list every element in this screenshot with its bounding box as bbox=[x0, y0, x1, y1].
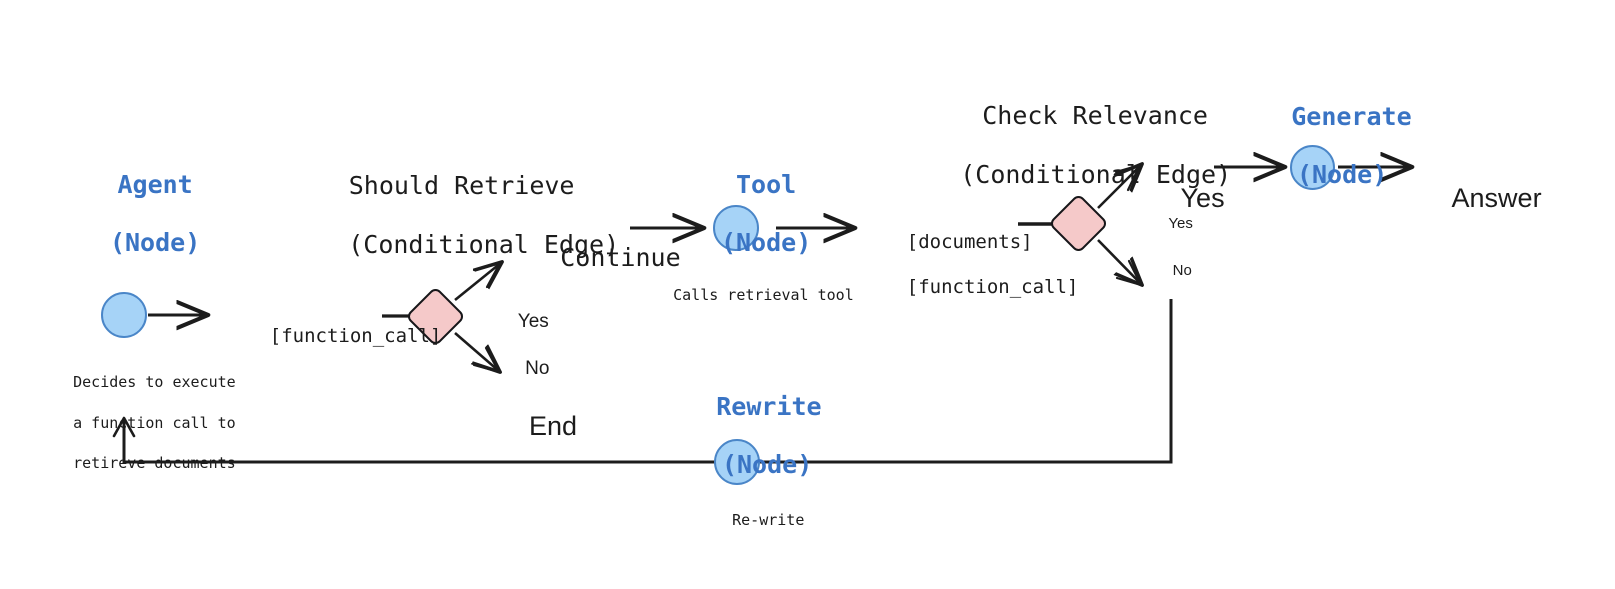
end-terminal-label: End bbox=[529, 411, 578, 442]
check-relevance-title: Check Relevance (Conditional Edge) bbox=[900, 71, 1232, 219]
agent-caption-line-2: a function call to bbox=[73, 413, 236, 432]
function-call-token-2: [function_call] bbox=[906, 276, 1079, 299]
generate-title-line2: (Node) bbox=[1296, 160, 1388, 189]
agent-title-line2: (Node) bbox=[109, 228, 201, 257]
rewrite-title-line2: (Node) bbox=[721, 450, 813, 479]
function-call-token: [function_call] bbox=[269, 325, 442, 348]
should-retrieve-yes-branch-label: Yes bbox=[517, 310, 549, 332]
check-relevance-yes-branch-label: Yes bbox=[1168, 215, 1193, 233]
generate-node-circle[interactable] bbox=[1290, 145, 1335, 190]
should-retrieve-title-line2: (Conditional Edge) bbox=[348, 229, 620, 259]
tool-node-caption: Calls retrieval tool bbox=[673, 286, 854, 305]
answer-terminal-label: Answer bbox=[1451, 183, 1542, 214]
tool-node-circle[interactable] bbox=[713, 205, 759, 251]
generate-title-line1: Generate bbox=[1291, 102, 1412, 131]
agent-node-circle[interactable] bbox=[101, 292, 147, 338]
should-retrieve-title-line1: Should Retrieve bbox=[348, 170, 575, 200]
rewrite-node-caption: Re-write bbox=[732, 511, 805, 530]
tool-node-title: Tool (Node) bbox=[655, 141, 817, 286]
edge-decision1-no bbox=[454, 332, 500, 372]
rewrite-title-line1: Rewrite bbox=[716, 392, 822, 421]
edge-decision2-no bbox=[1097, 239, 1142, 285]
should-retrieve-no-branch-label: No bbox=[525, 357, 550, 379]
agent-title-line1: Agent bbox=[117, 170, 193, 199]
rewrite-node-circle[interactable] bbox=[714, 439, 760, 485]
check-relevance-yes-target-label: Yes bbox=[1180, 183, 1225, 214]
agent-node-caption: Decides to execute a function call to re… bbox=[37, 352, 237, 494]
check-relevance-title-line2: (Conditional Edge) bbox=[960, 159, 1232, 189]
check-relevance-no-branch-label: No bbox=[1172, 262, 1192, 280]
should-retrieve-title: Should Retrieve (Conditional Edge) bbox=[288, 141, 619, 289]
rewrite-node-title: Rewrite (Node) bbox=[656, 363, 822, 508]
generate-node-title: Generate (Node) bbox=[1231, 73, 1411, 218]
check-relevance-input-label: [documents] [function_call] bbox=[861, 209, 1079, 321]
should-retrieve-input-label: [function_call] bbox=[224, 303, 442, 370]
documents-token: [documents] bbox=[906, 231, 1033, 254]
agent-node-title: Agent (Node) bbox=[44, 141, 206, 286]
tool-title-line1: Tool bbox=[736, 170, 797, 199]
check-relevance-title-line1: Check Relevance bbox=[982, 100, 1208, 130]
agent-caption-line-3: retireve documents bbox=[73, 454, 236, 473]
continue-label: Continue bbox=[560, 242, 681, 272]
tool-title-line2: (Node) bbox=[720, 228, 812, 257]
agent-caption-line-1: Decides to execute bbox=[73, 373, 236, 392]
